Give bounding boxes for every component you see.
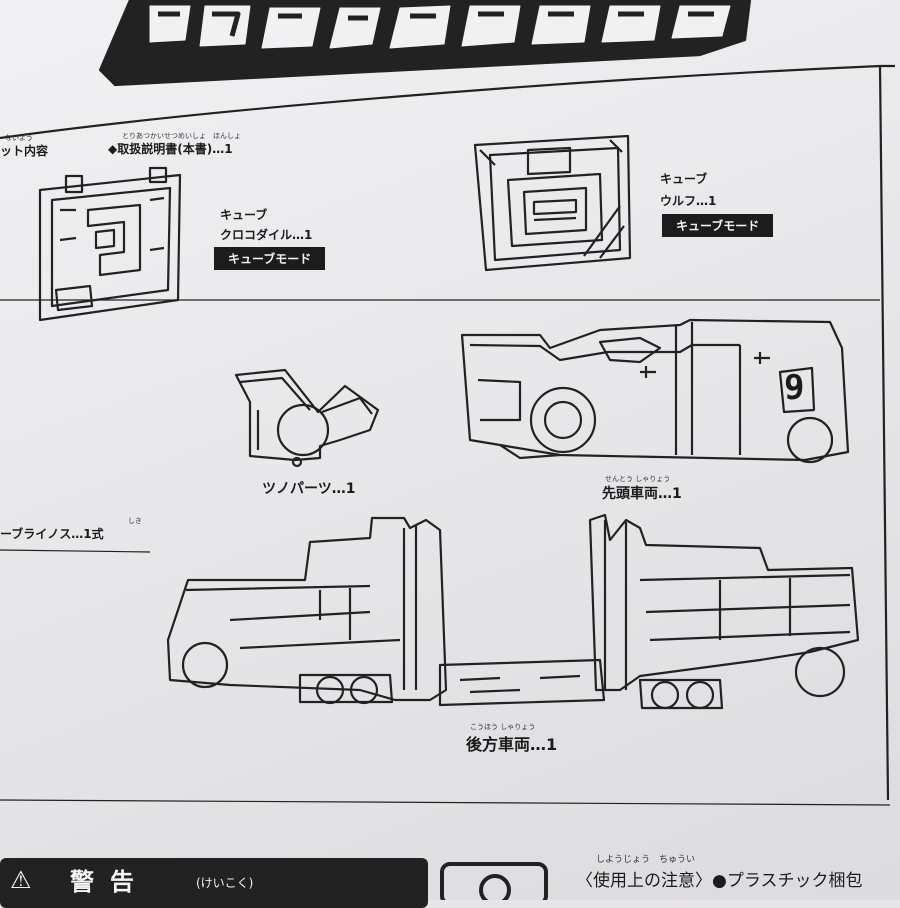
rhino-set-label: ーブライノス…1式 <box>0 527 104 541</box>
cube-wolf-drawing <box>473 134 632 272</box>
prohibition-icon <box>440 862 548 900</box>
logo-banner <box>98 0 752 87</box>
crocodile-line2: クロコダイル…1 <box>220 228 313 242</box>
wolf-mode-badge: キューブモード <box>662 214 774 237</box>
rear-car-drawing <box>166 513 860 710</box>
horn-parts-label: ツノパーツ…1 <box>262 481 356 497</box>
rear-car-ruby: こうほう しゃりょう <box>470 723 536 731</box>
set-contents-ruby: ないよう <box>5 134 33 142</box>
rhino-ruby: しき <box>128 517 142 525</box>
rear-car-label: 後方車両…1 <box>466 735 558 754</box>
warning-triangle-icon: ⚠ <box>10 866 32 894</box>
crocodile-mode-badge: キューブモード <box>214 247 326 270</box>
warning-reading: (けいこく) <box>196 876 254 890</box>
lead-car-label: 先頭車両…1 <box>602 486 682 502</box>
caution-text: 〈使用上の注意〉●プラスチック梱包 <box>576 871 863 891</box>
set-contents-header: ット内容 <box>0 144 49 158</box>
manual-ruby: とりあつかいせつめいしょ ほんしょ <box>122 132 241 140</box>
warning-label: 警告 <box>70 868 150 896</box>
wolf-line2: ウルフ…1 <box>660 194 717 208</box>
horn-parts-drawing <box>234 368 380 468</box>
wolf-line1: キューブ <box>660 172 708 186</box>
lead-car-ruby: せんとう しゃりょう <box>605 475 671 483</box>
cube-crocodile-drawing <box>38 166 182 322</box>
car-number: 9 <box>784 368 805 408</box>
crocodile-line1: キューブ <box>220 208 268 222</box>
manual-item: ◆取扱説明書(本書)…1 <box>108 142 233 156</box>
lead-car-drawing <box>460 318 850 464</box>
caution-ruby: しようじょう ちゅうい <box>596 855 696 865</box>
